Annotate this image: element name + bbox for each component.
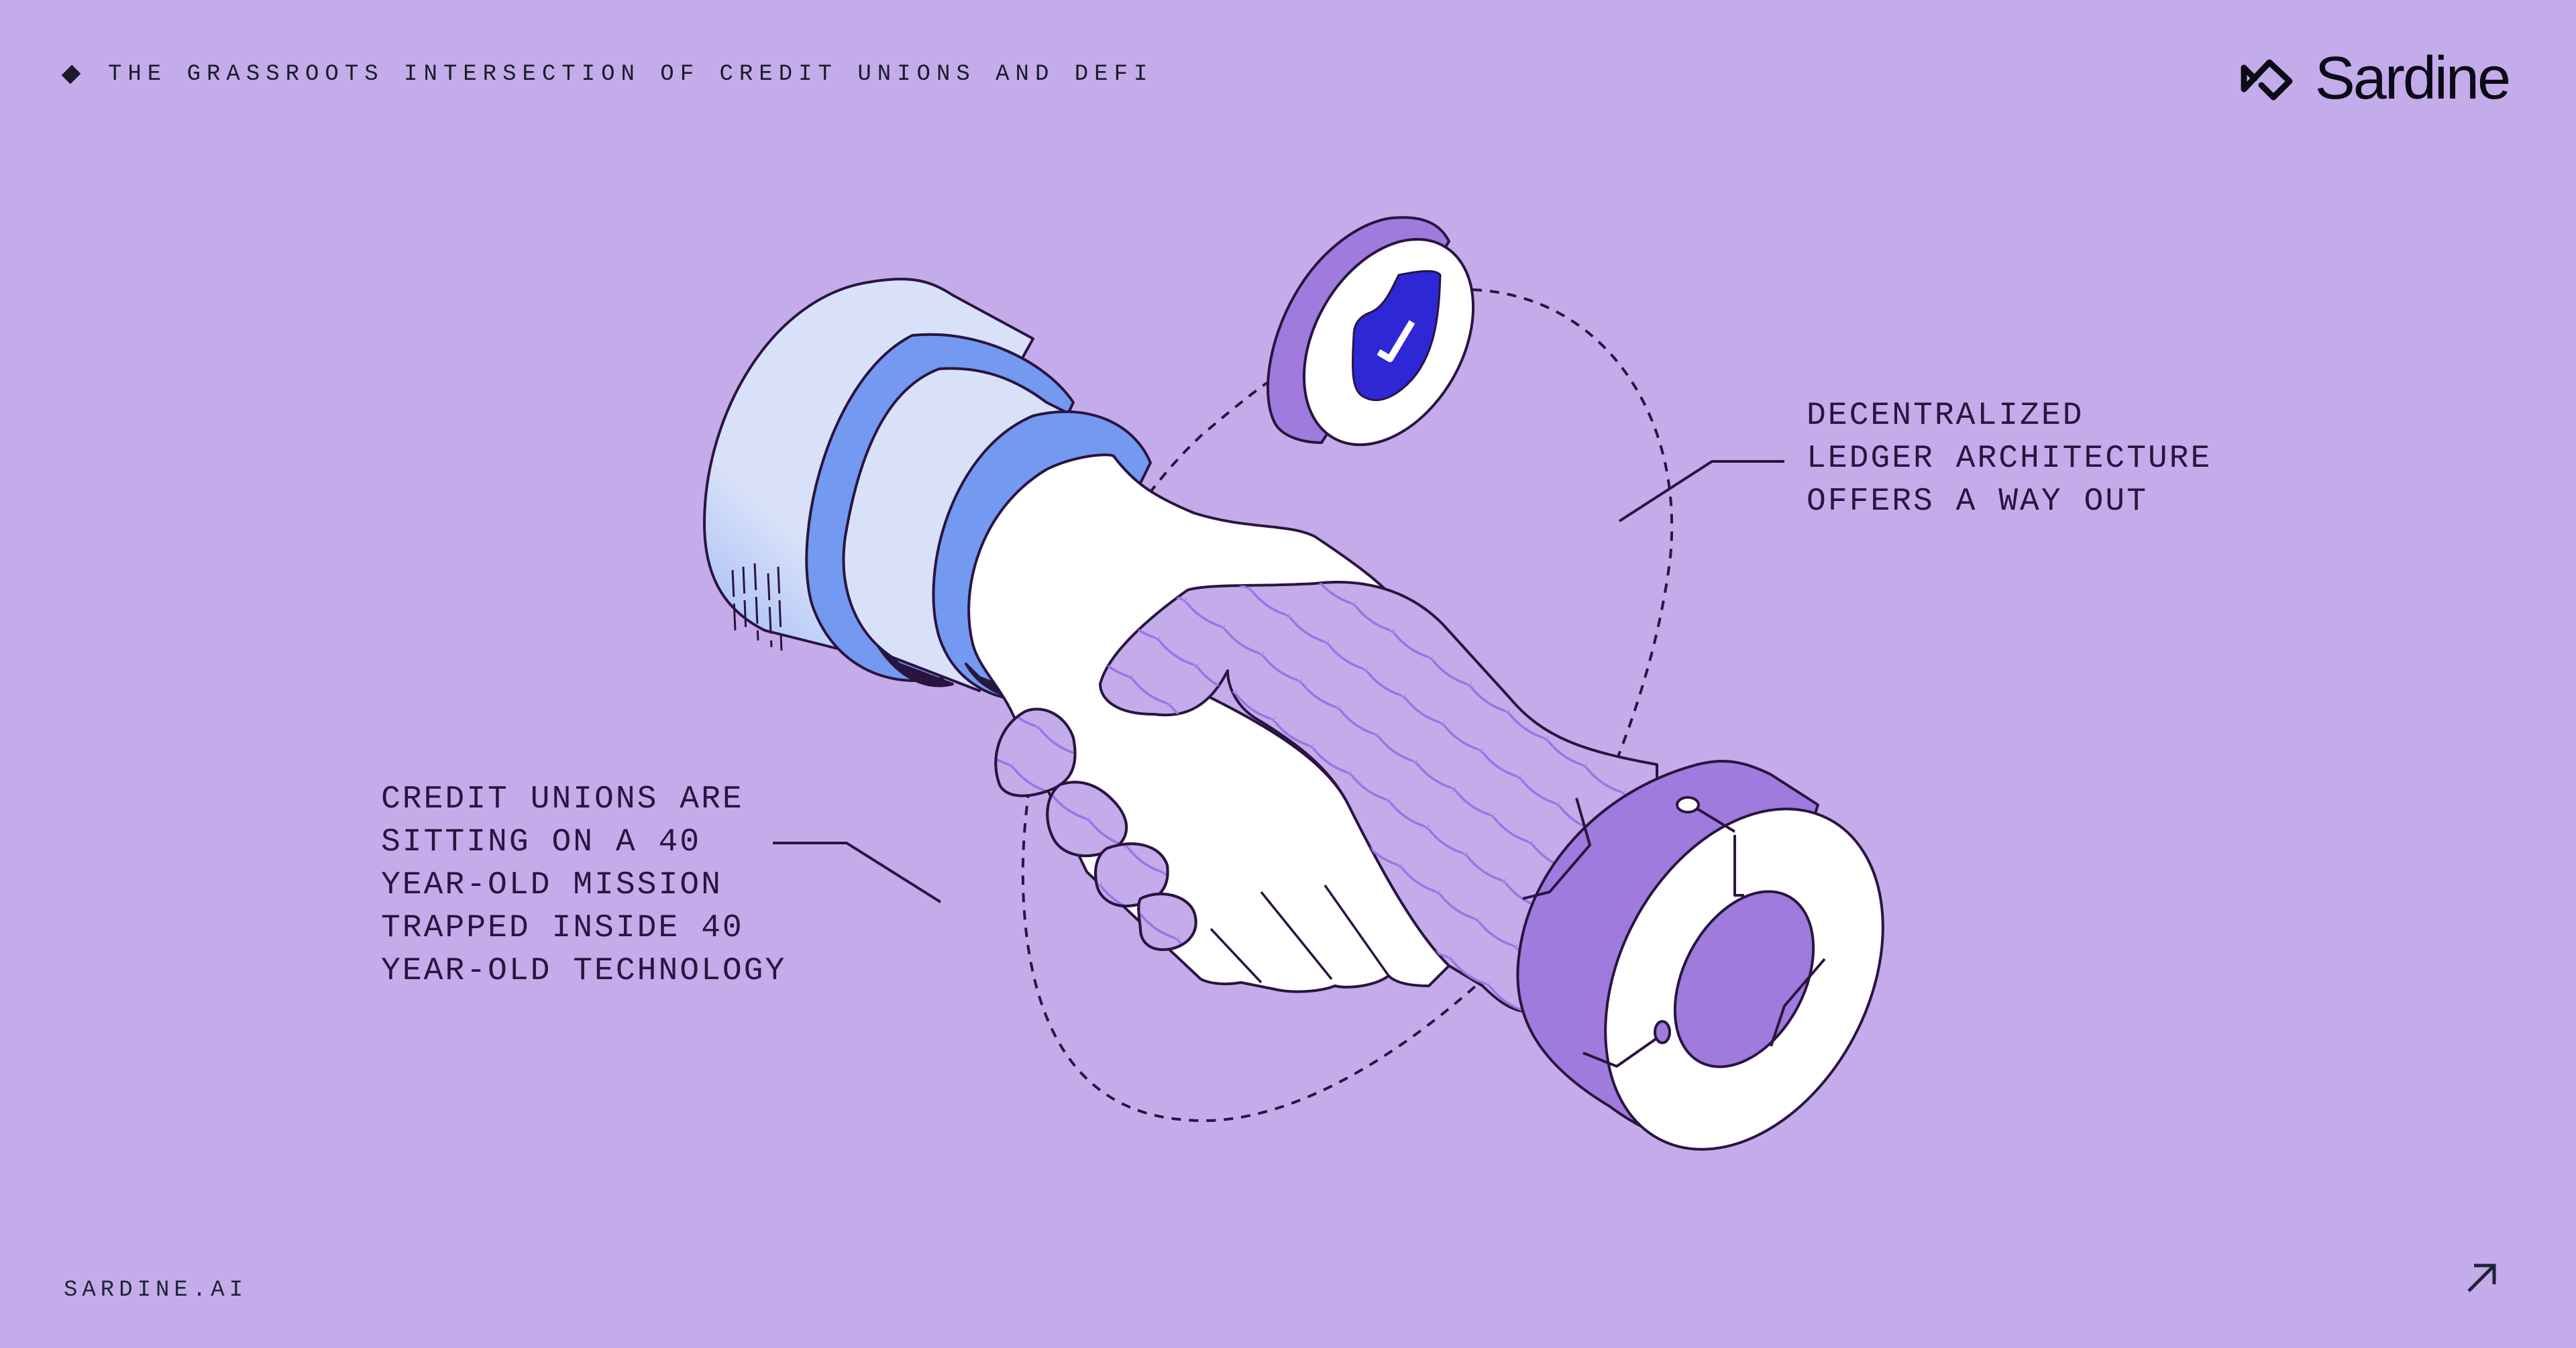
logo-wordmark: Sardine (2314, 45, 2511, 112)
shield-badge (1267, 216, 1475, 447)
arrow-up-right-icon[interactable] (2462, 1257, 2502, 1298)
footer-url[interactable]: SARDINE.AI (64, 1278, 248, 1303)
sardine-logo-mark-icon (2241, 59, 2293, 101)
header-eyebrow: THE GRASSROOTS INTERSECTION OF CREDIT UN… (61, 62, 1154, 87)
left-callout-connector (773, 842, 942, 903)
digital-hand (994, 581, 1658, 1014)
shield-check-icon (1351, 270, 1442, 402)
sardine-logo[interactable]: Sardine (2235, 45, 2511, 112)
right-callout-connector (1618, 460, 1784, 522)
callout-credit-unions: CREDIT UNIONS ARE SITTING ON A 40 YEAR-O… (381, 781, 787, 989)
digital-cuff (1516, 760, 1884, 1151)
callout-decentralized-ledger: DECENTRALIZED LEDGER ARCHITECTURE OFFERS… (1807, 398, 2212, 520)
eyebrow-title: THE GRASSROOTS INTERSECTION OF CREDIT UN… (108, 62, 1154, 87)
